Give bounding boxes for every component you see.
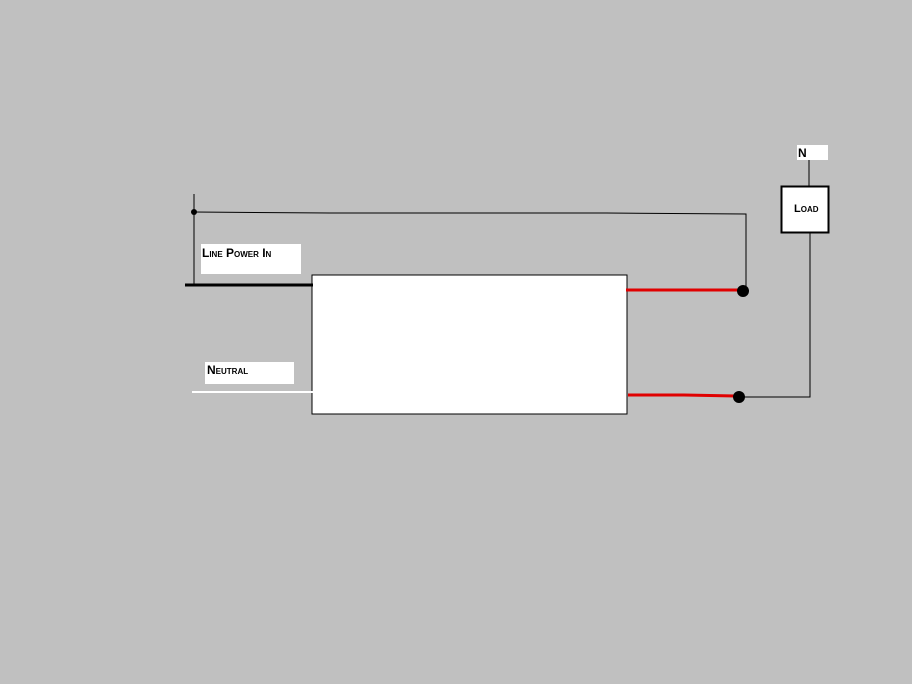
top-jumper-wire xyxy=(193,211,747,291)
line-power-label-box xyxy=(201,244,301,274)
junction-dot-top-output xyxy=(737,285,749,297)
line-power-label: Line Power In xyxy=(202,246,272,260)
load-box xyxy=(780,185,830,234)
device-box xyxy=(311,274,628,415)
neutral-label: Neutral xyxy=(207,363,248,377)
load-label: Load xyxy=(794,203,819,215)
n-label: N xyxy=(798,146,807,160)
n-label-box xyxy=(797,145,828,160)
hot-output-wire-bottom xyxy=(628,393,737,398)
load-feed-wire xyxy=(739,232,811,398)
neutral-label-box xyxy=(205,362,294,384)
